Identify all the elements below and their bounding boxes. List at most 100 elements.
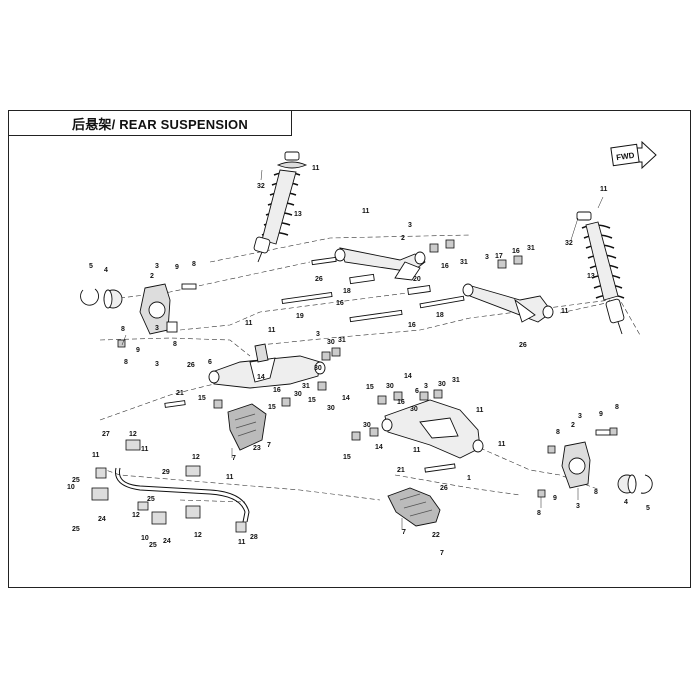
callout-2: 2 bbox=[150, 273, 154, 280]
callout-11: 11 bbox=[413, 447, 421, 454]
callout-7: 7 bbox=[402, 529, 406, 536]
callout-8: 8 bbox=[124, 359, 128, 366]
callout-3: 3 bbox=[155, 263, 159, 270]
callout-30: 30 bbox=[314, 365, 322, 372]
callout-11: 11 bbox=[312, 165, 320, 172]
callout-9: 9 bbox=[175, 264, 179, 271]
callout-3: 3 bbox=[155, 361, 159, 368]
callout-10: 10 bbox=[67, 484, 75, 491]
callout-30: 30 bbox=[327, 405, 335, 412]
callout-29: 29 bbox=[162, 469, 170, 476]
callout-3: 3 bbox=[576, 503, 580, 510]
callout-26: 26 bbox=[315, 276, 323, 283]
callout-11: 11 bbox=[141, 446, 149, 453]
left-shock-absorber bbox=[253, 151, 308, 263]
callout-26: 26 bbox=[187, 362, 195, 369]
callout-25: 25 bbox=[72, 526, 80, 533]
callout-21: 21 bbox=[397, 467, 405, 474]
callout-14: 14 bbox=[257, 374, 265, 381]
callout-6: 6 bbox=[208, 359, 212, 366]
callout-30: 30 bbox=[438, 381, 446, 388]
callout-31: 31 bbox=[460, 259, 468, 266]
callout-13: 13 bbox=[294, 211, 302, 218]
callout-11: 11 bbox=[476, 407, 484, 414]
callout-9: 9 bbox=[599, 411, 603, 418]
right-shock-absorber bbox=[576, 211, 625, 335]
callout-7: 7 bbox=[440, 550, 444, 557]
callout-11: 11 bbox=[226, 474, 234, 481]
callout-25: 25 bbox=[72, 477, 80, 484]
callout-9: 9 bbox=[136, 347, 140, 354]
leader-lines bbox=[121, 169, 604, 530]
callout-25: 25 bbox=[147, 496, 155, 503]
callout-14: 14 bbox=[375, 444, 383, 451]
callout-8: 8 bbox=[537, 510, 541, 517]
callout-6: 6 bbox=[415, 388, 419, 395]
callout-14: 14 bbox=[404, 373, 412, 380]
lower-arm-left bbox=[208, 343, 326, 389]
stabilizer-bar bbox=[115, 467, 250, 523]
callout-3: 3 bbox=[316, 331, 320, 338]
callout-25: 25 bbox=[149, 542, 157, 549]
callout-31: 31 bbox=[302, 383, 310, 390]
callout-31: 31 bbox=[338, 337, 346, 344]
callout-7: 7 bbox=[232, 455, 236, 462]
callout-32: 32 bbox=[565, 240, 573, 247]
callout-1: 1 bbox=[467, 475, 471, 482]
callout-11: 11 bbox=[362, 208, 370, 215]
callout-3: 3 bbox=[408, 222, 412, 229]
bolts-and-pins bbox=[164, 256, 611, 473]
callout-5: 5 bbox=[646, 505, 650, 512]
callout-4: 4 bbox=[624, 499, 628, 506]
callout-30: 30 bbox=[327, 339, 335, 346]
callout-24: 24 bbox=[98, 516, 106, 523]
callout-32: 32 bbox=[257, 183, 265, 190]
callout-8: 8 bbox=[594, 489, 598, 496]
callout-11: 11 bbox=[268, 327, 276, 334]
callout-19: 19 bbox=[296, 313, 304, 320]
callout-17: 17 bbox=[495, 253, 503, 260]
left-knuckle bbox=[80, 283, 178, 335]
callout-31: 31 bbox=[527, 245, 535, 252]
callout-15: 15 bbox=[366, 384, 374, 391]
right-skid-plate bbox=[387, 487, 441, 527]
callout-3: 3 bbox=[424, 383, 428, 390]
callout-16: 16 bbox=[441, 263, 449, 270]
upper-arm-center bbox=[334, 247, 426, 281]
callout-8: 8 bbox=[173, 341, 177, 348]
callout-2: 2 bbox=[401, 235, 405, 242]
callout-8: 8 bbox=[615, 404, 619, 411]
callout-20: 20 bbox=[413, 276, 421, 283]
stabilizer-brackets bbox=[91, 439, 247, 533]
callout-5: 5 bbox=[89, 263, 93, 270]
callout-10: 10 bbox=[141, 535, 149, 542]
callout-11: 11 bbox=[600, 186, 608, 193]
callout-7: 7 bbox=[267, 442, 271, 449]
callout-3: 3 bbox=[485, 254, 489, 261]
callout-11: 11 bbox=[245, 320, 253, 327]
callout-11: 11 bbox=[92, 452, 100, 459]
fwd-label: FWD bbox=[616, 151, 636, 162]
callout-22: 22 bbox=[432, 532, 440, 539]
callout-15: 15 bbox=[268, 404, 276, 411]
callout-16: 16 bbox=[397, 399, 405, 406]
right-knuckle bbox=[561, 441, 653, 494]
lower-arm-right bbox=[381, 399, 484, 459]
page-title: 后悬架/ REAR SUSPENSION bbox=[72, 117, 248, 132]
bushings bbox=[117, 239, 618, 498]
callout-18: 18 bbox=[436, 312, 444, 319]
callout-18: 18 bbox=[343, 288, 351, 295]
callout-12: 12 bbox=[132, 512, 140, 519]
callout-16: 16 bbox=[336, 300, 344, 307]
callout-28: 28 bbox=[250, 534, 258, 541]
callout-27: 27 bbox=[102, 431, 110, 438]
callout-23: 23 bbox=[253, 445, 261, 452]
callout-12: 12 bbox=[129, 431, 137, 438]
callout-24: 24 bbox=[163, 538, 171, 545]
title-box bbox=[8, 110, 292, 136]
callout-15: 15 bbox=[343, 454, 351, 461]
callout-3: 3 bbox=[155, 325, 159, 332]
callout-15: 15 bbox=[308, 397, 316, 404]
callout-30: 30 bbox=[410, 406, 418, 413]
